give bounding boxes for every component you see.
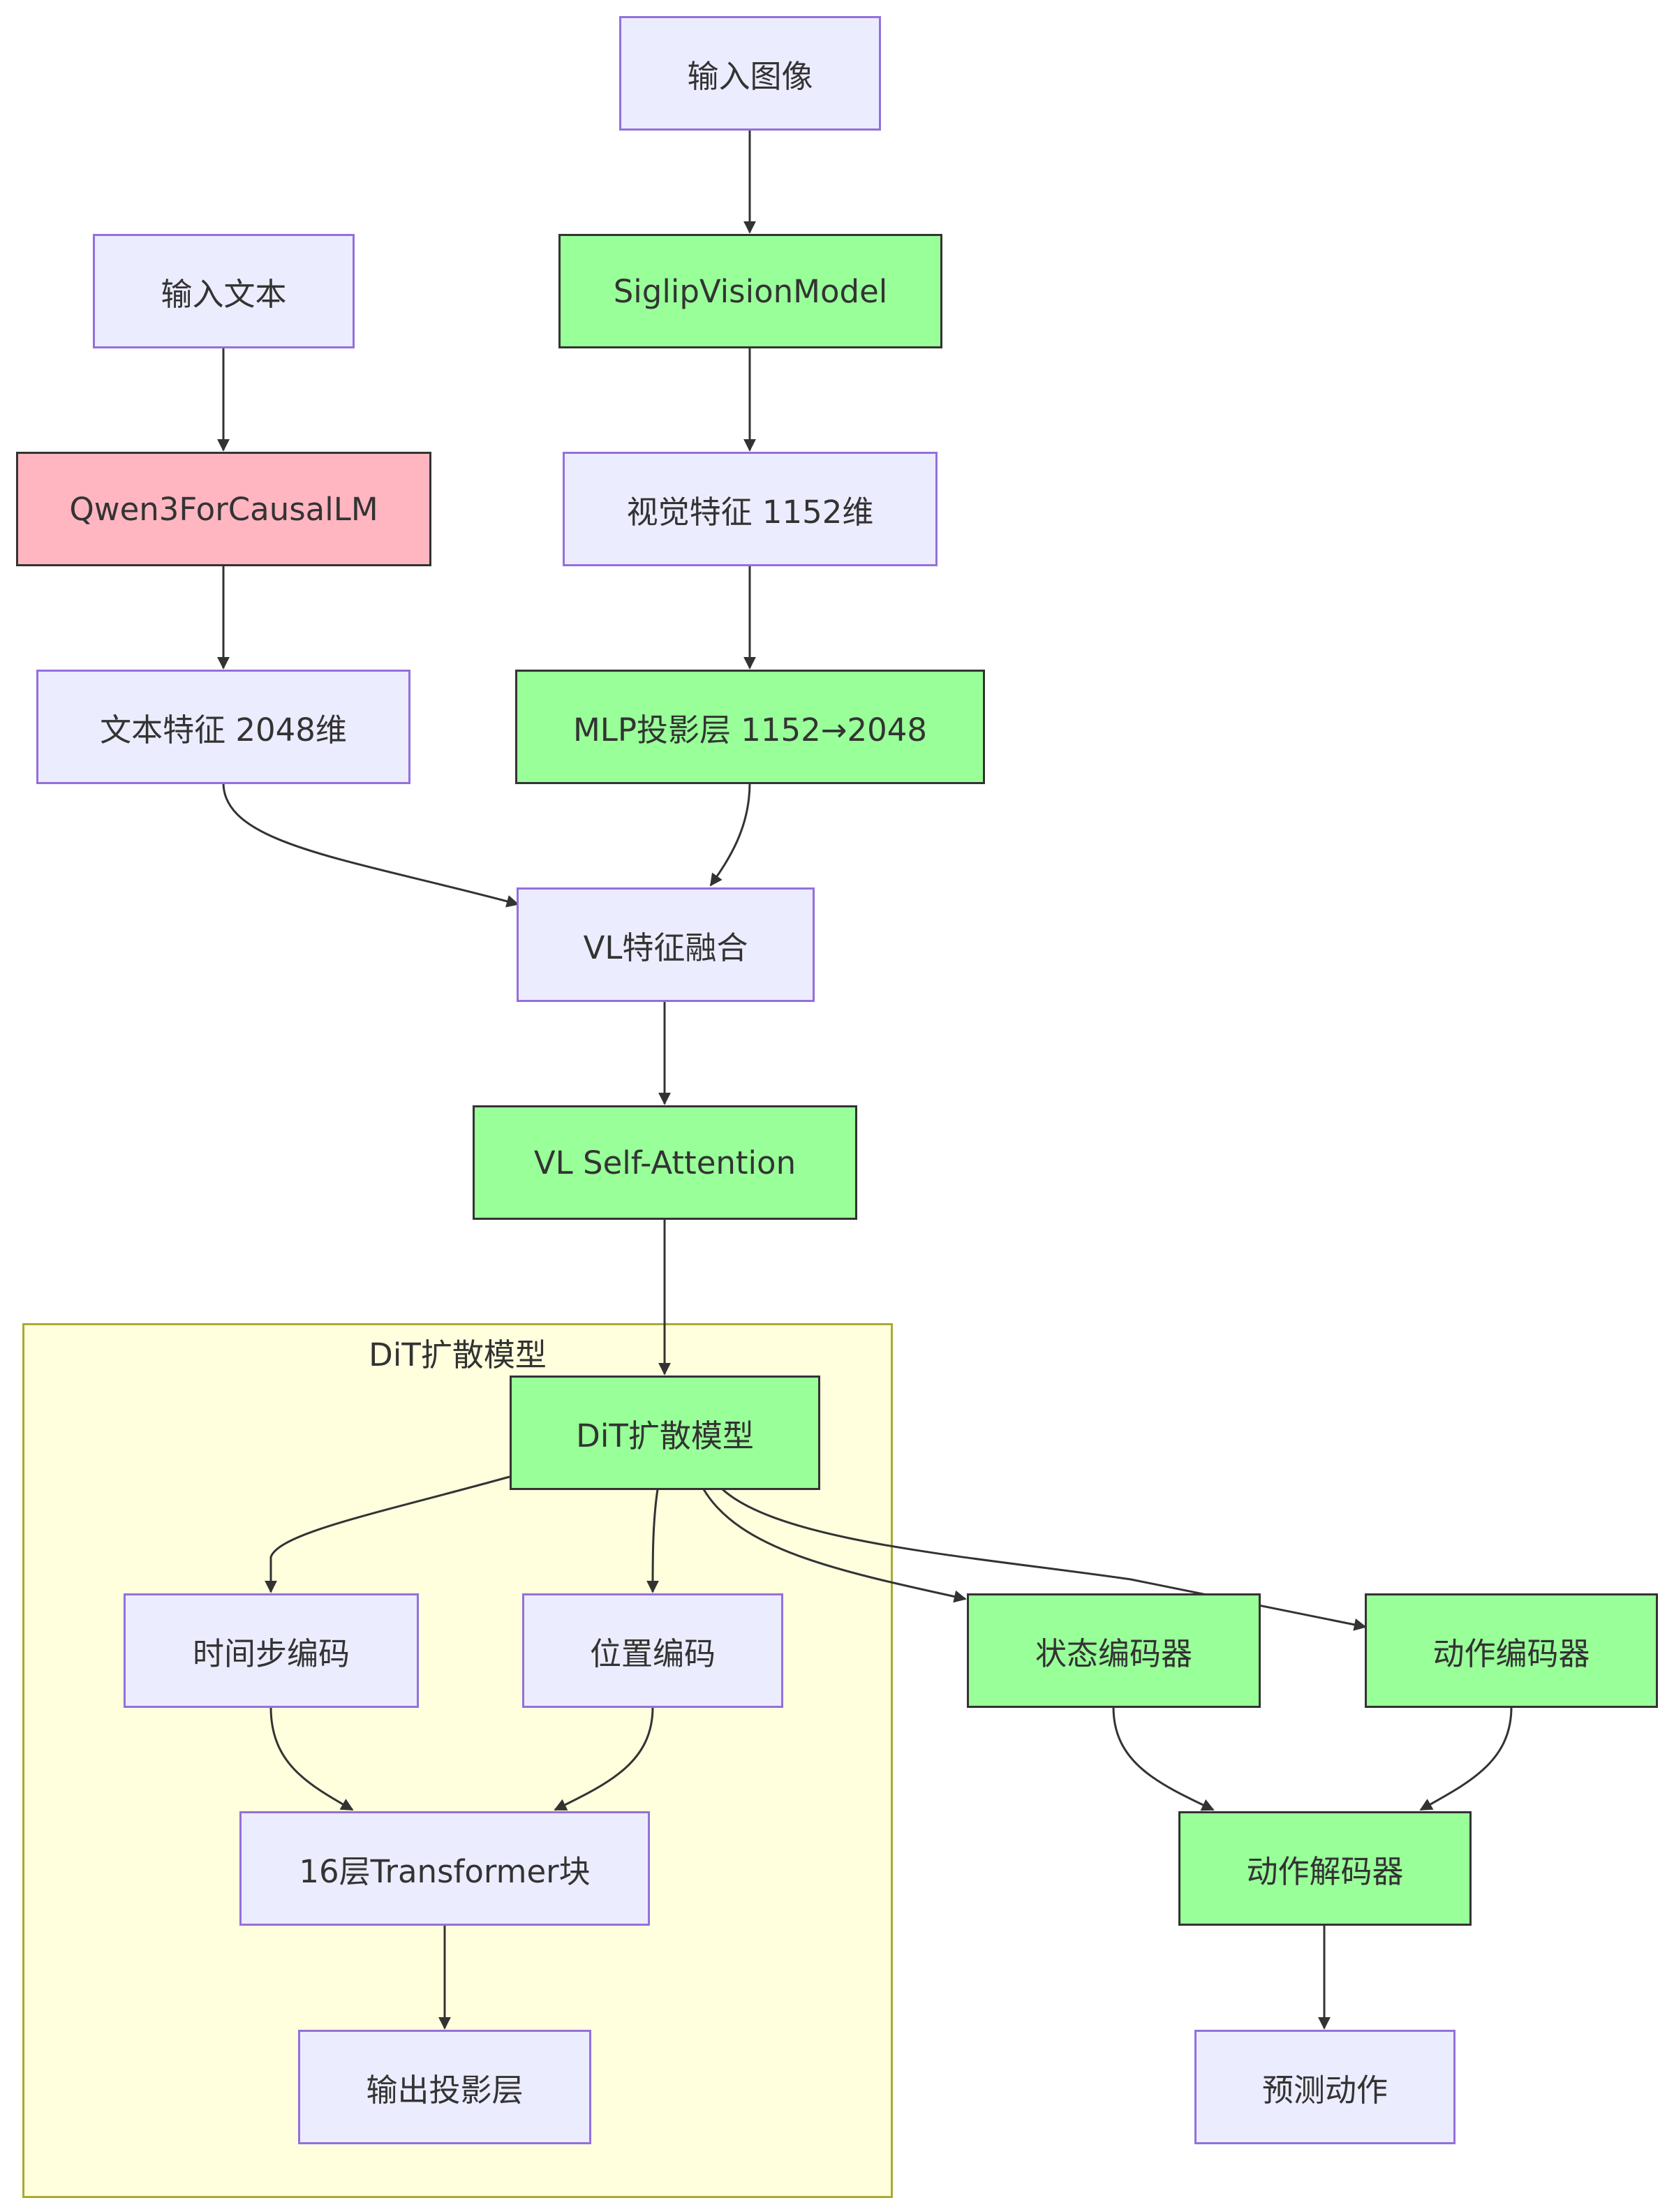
timestep-encoding-node: 时间步编码 — [124, 1593, 419, 1708]
dit-cluster-title: DiT扩散模型 — [369, 1336, 547, 1373]
output-projection-node: 输出投影层 — [298, 2030, 591, 2144]
edge-mlp-to-fusion — [709, 782, 751, 887]
edge-actionenc-to-decoder — [1419, 1706, 1513, 1811]
edge-textfeat-to-fusion — [222, 782, 519, 908]
qwen3-causal-lm-node: Qwen3ForCausalLM — [16, 452, 431, 566]
edge-dit-to-state — [702, 1489, 967, 1603]
siglip-vision-model-node: SiglipVisionModel — [558, 234, 942, 348]
edge-pos-to-transformer — [554, 1706, 654, 1811]
input-image-node: 输入图像 — [619, 16, 881, 131]
input-text-node: 输入文本 — [93, 234, 355, 348]
edge-dit-to-timestep — [265, 1475, 510, 1593]
predicted-action-node: 预测动作 — [1194, 2030, 1456, 2144]
vl-self-attention-node: VL Self-Attention — [473, 1105, 857, 1220]
mlp-projection-node: MLP投影层 1152→2048 — [515, 670, 985, 784]
action-encoder-node: 动作编码器 — [1365, 1593, 1658, 1708]
text-feature-node: 文本特征 2048维 — [36, 670, 410, 784]
edge-dit-to-action-enc — [721, 1488, 1367, 1631]
visual-feature-node: 视觉特征 1152维 — [563, 452, 938, 566]
edge-state-to-decoder — [1112, 1706, 1215, 1811]
transformer-blocks-node: 16层Transformer块 — [239, 1811, 650, 1926]
edge-timestep-to-transformer — [269, 1706, 354, 1811]
action-decoder-node: 动作解码器 — [1178, 1811, 1472, 1926]
edge-dit-to-pos — [646, 1489, 660, 1593]
position-encoding-node: 位置编码 — [522, 1593, 783, 1708]
dit-diffusion-node: DiT扩散模型 — [510, 1376, 820, 1490]
state-encoder-node: 状态编码器 — [967, 1593, 1261, 1708]
vl-fusion-node: VL特征融合 — [517, 887, 815, 1002]
